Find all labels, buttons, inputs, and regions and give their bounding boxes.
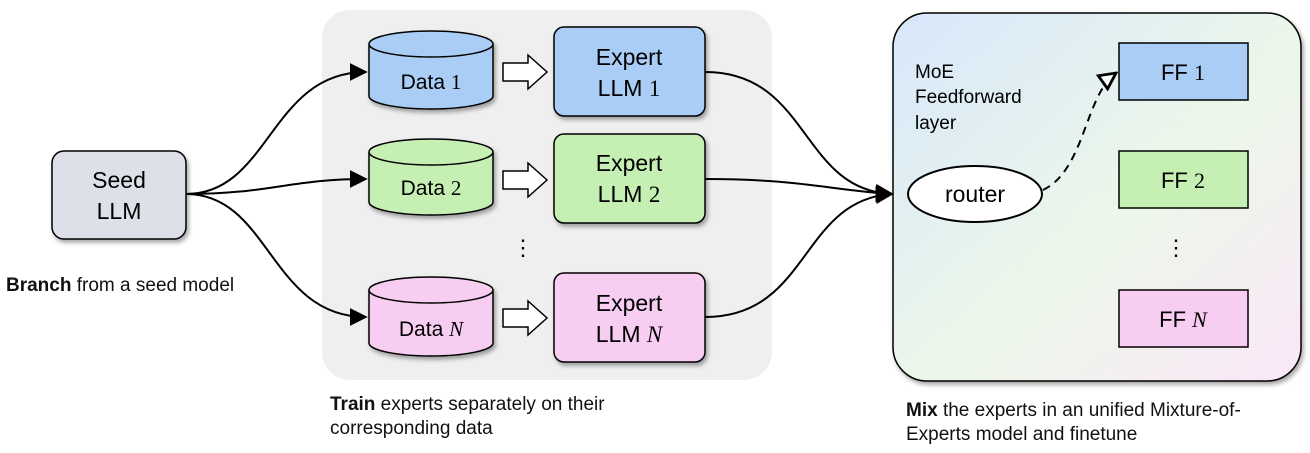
branch-arrow-2 (185, 170, 368, 195)
data-label-n: Data N (399, 317, 464, 341)
router-label: router (945, 181, 1005, 207)
ff-box-n: FF N (1118, 289, 1249, 348)
router-node (907, 165, 1043, 223)
block-arrow-1 (502, 53, 549, 91)
expert-box-n: Expert LLM N (553, 272, 706, 363)
expert-box-2: Expert LLM 2 (553, 133, 706, 224)
ff-label-n: FF N (1159, 307, 1208, 332)
mix-arrow-n (704, 186, 894, 318)
routing-dashed-arrow (1042, 73, 1116, 191)
mix-caption-rest: the experts in an unified Mixture-of-Exp… (906, 400, 1241, 445)
branch-caption-bold: Branch (6, 275, 72, 296)
block-arrow-2 (502, 161, 549, 199)
seed-llm-box: Seed LLM (51, 150, 187, 240)
moe-label: MoE Feedforward layer (915, 62, 1027, 134)
ff-box-2: FF 2 (1118, 150, 1249, 209)
expert-label-2-line1: Expert (596, 150, 663, 176)
train-caption: Train experts separately on their corres… (330, 393, 670, 441)
data-label-1: Data 1 (401, 70, 462, 94)
data-cylinder-n (368, 276, 494, 357)
expert-label-1-line1: Expert (596, 44, 663, 70)
train-caption-bold: Train (330, 394, 376, 415)
ff-box-1: FF 1 (1118, 42, 1249, 101)
branch-caption-rest: from a seed model (71, 275, 235, 296)
branch-arrow-n (185, 193, 368, 326)
mix-caption-bold: Mix (906, 400, 938, 421)
train-caption-rest: experts separately on their correspondin… (330, 394, 605, 439)
ff-ellipsis: ⋮ (1165, 235, 1187, 260)
data-label-2: Data 2 (401, 176, 462, 200)
data-ellipsis: ⋮ (512, 235, 534, 260)
expert-label-n-line1: Expert (596, 290, 663, 316)
block-arrow-n (502, 299, 549, 337)
seed-label-line2: LLM (97, 198, 142, 224)
data-cylinder-2 (368, 138, 494, 216)
expert-label-n-line2: LLM N (596, 321, 664, 347)
mix-arrow-2 (704, 178, 894, 202)
data-cylinder-1 (368, 30, 494, 110)
mix-caption: Mix the experts in an unified Mixture-of… (906, 399, 1298, 447)
expert-box-1: Expert LLM 1 (553, 26, 706, 117)
ff-label-2: FF 2 (1161, 168, 1205, 193)
ff-label-1: FF 1 (1161, 60, 1205, 85)
mix-arrow-1 (704, 71, 894, 203)
branch-caption: Branch from a seed model (6, 274, 306, 298)
seed-label-line1: Seed (92, 167, 146, 193)
expert-label-1-line2: LLM 1 (598, 75, 661, 101)
branch-arrow-1 (185, 63, 368, 195)
expert-label-2-line2: LLM 2 (598, 181, 661, 207)
